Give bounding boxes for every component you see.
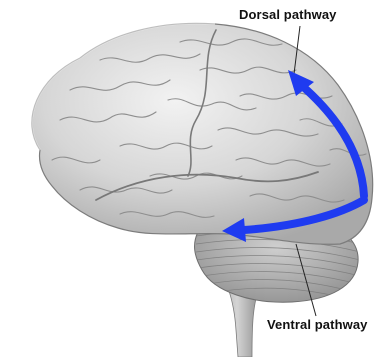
dorsal-pathway-label: Dorsal pathway — [239, 7, 336, 22]
ventral-pathway-label: Ventral pathway — [267, 317, 367, 332]
cerebral-cortex — [32, 23, 373, 244]
